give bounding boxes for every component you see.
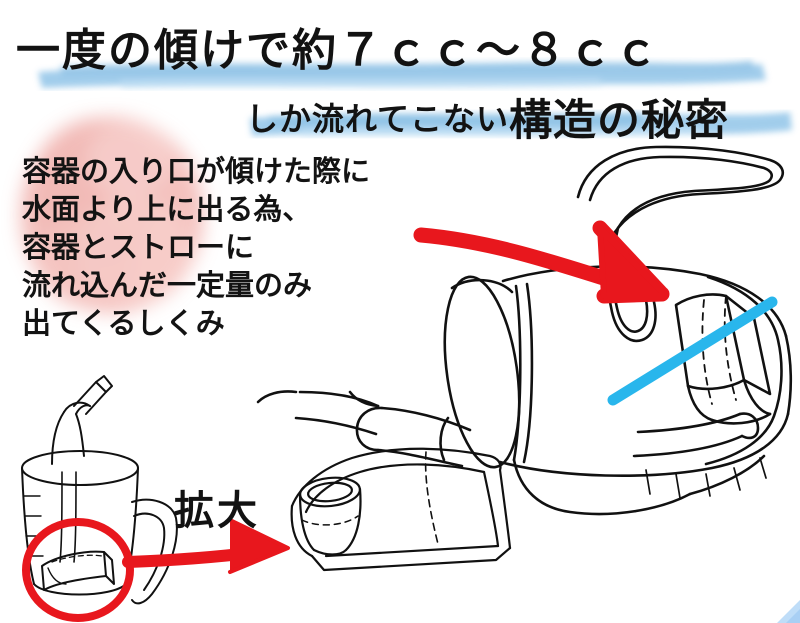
headline-line-2-small: しか流れてこない [246, 100, 510, 138]
blue-brush-stroke-bottom [250, 112, 792, 136]
blue-brush-stroke-top [38, 60, 766, 88]
headline-line-2: しか流れてこない構造の秘密 [246, 86, 729, 148]
body-copy-line-4: 流れ込んだ一定量のみ [22, 268, 313, 302]
corner-fold-decoration [777, 600, 800, 623]
red-circle-highlight [22, 518, 134, 622]
red-arrow-main [413, 220, 670, 304]
body-copy: 容器の入り口が傾けた際に 水面より上に出る為、 容器とストローに 流れ込んだ一定… [22, 152, 370, 342]
body-copy-line-1: 容器の入り口が傾けた際に [22, 154, 371, 188]
headline-line-2-large: 構造の秘密 [509, 96, 730, 146]
valve-detail-enlarged [290, 447, 512, 572]
headline-line-1: 一度の傾けで約７ｃｃ〜８ｃｃ [16, 25, 660, 76]
body-copy-line-5: 出てくるしくみ [22, 306, 225, 340]
pink-watercolor-blob [20, 117, 204, 313]
zoom-callout-label: 拡大 [174, 488, 260, 534]
spill-proof-cup-tilted [256, 145, 793, 516]
body-copy-line-2: 水面より上に出る為、 [22, 192, 312, 226]
cyan-waterline [607, 296, 778, 406]
body-copy-line-3: 容器とストローに [22, 230, 255, 264]
red-arrow-zoom [122, 518, 290, 574]
